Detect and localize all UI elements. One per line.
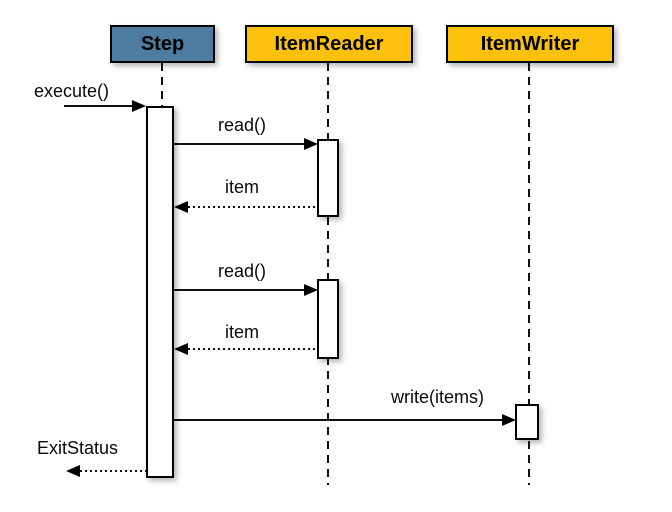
message-line-item-1 (188, 206, 318, 208)
lifeline-label-step: Step (140, 32, 185, 55)
lifeline-header-itemwriter: ItemWriter (446, 25, 614, 63)
lifeline-label-itemreader: ItemReader (274, 32, 384, 55)
message-line-execute (64, 105, 132, 107)
lifeline-label-itemwriter: ItemWriter (480, 32, 580, 55)
activation-bar-itemreader-2 (317, 279, 339, 359)
lifeline-step (161, 63, 163, 106)
message-label-execute: execute() (34, 81, 110, 101)
arrowhead-right-icon (502, 414, 516, 426)
message-line-read-1 (174, 143, 304, 145)
arrowhead-right-icon (304, 138, 318, 150)
arrowhead-right-icon (132, 100, 146, 112)
arrowhead-left-icon (174, 343, 188, 355)
message-label-write-items: write(items) (391, 387, 484, 407)
message-label-item-2: item (225, 322, 260, 342)
activation-bar-step (146, 106, 174, 478)
message-line-write-items (174, 419, 502, 421)
lifeline-itemwriter (528, 63, 530, 485)
arrowhead-left-icon (66, 465, 80, 477)
lifeline-itemreader (327, 63, 329, 485)
activation-bar-itemwriter (515, 404, 539, 440)
activation-bar-itemreader-1 (317, 139, 339, 217)
arrowhead-right-icon (304, 284, 318, 296)
message-line-item-2 (188, 348, 318, 350)
message-label-item-1: item (225, 177, 260, 197)
message-line-read-2 (174, 289, 304, 291)
message-line-exitstatus (80, 470, 146, 472)
arrowhead-left-icon (174, 201, 188, 213)
lifeline-header-itemreader: ItemReader (245, 25, 413, 63)
lifeline-header-step: Step (110, 25, 215, 63)
message-label-read-1: read() (218, 115, 267, 135)
message-label-exitstatus: ExitStatus (37, 438, 119, 458)
message-label-read-2: read() (218, 261, 267, 281)
